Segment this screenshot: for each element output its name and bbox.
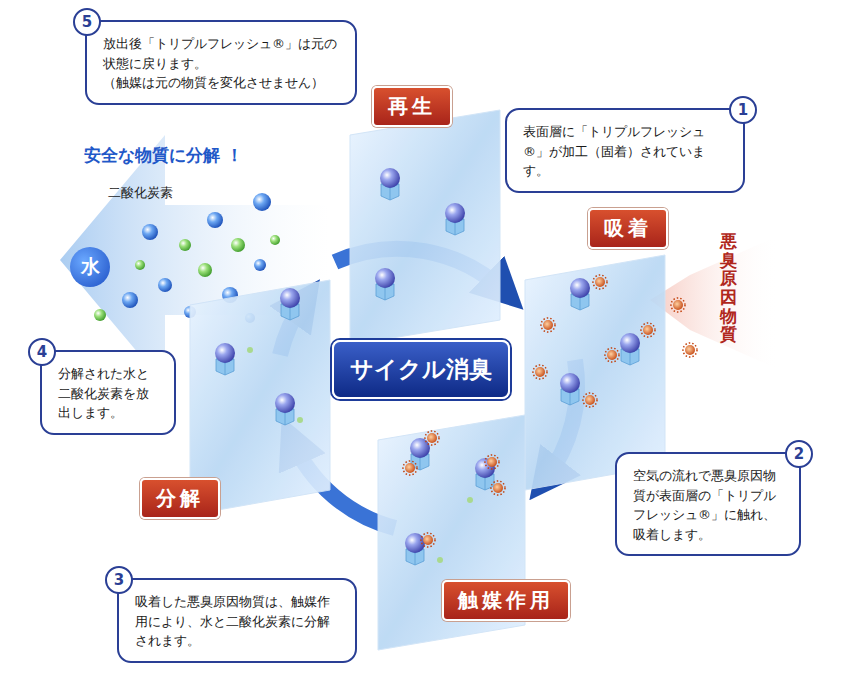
callout-box: 分解された水と二酸化炭素を放出します。4	[40, 350, 176, 435]
release-heading: 安全な物質に分解 ！	[84, 144, 243, 167]
node-text: 分解された水と二酸化炭素を放出します。	[58, 364, 160, 423]
node-text: 放出後「トリプルフレッシュ®」は元の状態に戻ります。	[103, 34, 341, 73]
odor-label: 悪臭原因物質	[720, 232, 737, 344]
callout-number: 3	[105, 566, 133, 594]
callout-number: 4	[28, 338, 56, 366]
molecule-label: 二酸化炭素	[108, 184, 173, 202]
node-text: 吸着	[604, 216, 652, 240]
node-text: 3	[114, 569, 124, 592]
node-text: 表面層に「トリプルフレッシュ®」が加工（固着）されています。	[523, 122, 729, 181]
callout-box: 吸着した悪臭原因物質は、触媒作用により、水と二酸化炭素に分解されます。3	[117, 578, 357, 663]
callout-number: 5	[73, 8, 101, 36]
callout-box: 放出後「トリプルフレッシュ®」は元の状態に戻ります。（触媒は元の物質を変化させま…	[85, 20, 357, 105]
stage-tag: 触媒作用	[442, 580, 570, 621]
node-text: （触媒は元の物質を変化させません）	[103, 73, 341, 93]
node-text: 5	[82, 11, 92, 34]
node-text: サイクル消臭	[350, 356, 492, 382]
node-text: 空気の流れで悪臭原因物質が表面層の「トリプルフレッシュ®」に触れ、吸着します。	[633, 466, 785, 544]
node-text: 吸着した悪臭原因物質は、触媒作用により、水と二酸化炭素に分解されます。	[135, 592, 341, 651]
cycle-title-box: サイクル消臭	[332, 340, 510, 399]
node-text: 2	[794, 443, 804, 466]
callout-number: 1	[729, 96, 757, 124]
node-text: 分解	[156, 486, 204, 510]
callout-number: 2	[785, 440, 813, 468]
stage-tag: 分解	[140, 478, 220, 519]
node-text: 1	[738, 99, 748, 122]
callout-box: 表面層に「トリプルフレッシュ®」が加工（固着）されています。1	[505, 108, 745, 193]
stage-tag: 再生	[372, 86, 452, 127]
node-text: 再生	[388, 94, 436, 118]
node-text: 水	[81, 254, 100, 280]
node-text: 触媒作用	[458, 588, 554, 612]
callout-box: 空気の流れで悪臭原因物質が表面層の「トリプルフレッシュ®」に触れ、吸着します。2	[615, 452, 801, 556]
stage-tag: 吸着	[588, 208, 668, 249]
water-circle: 水	[70, 247, 110, 287]
node-text: 4	[37, 341, 47, 364]
